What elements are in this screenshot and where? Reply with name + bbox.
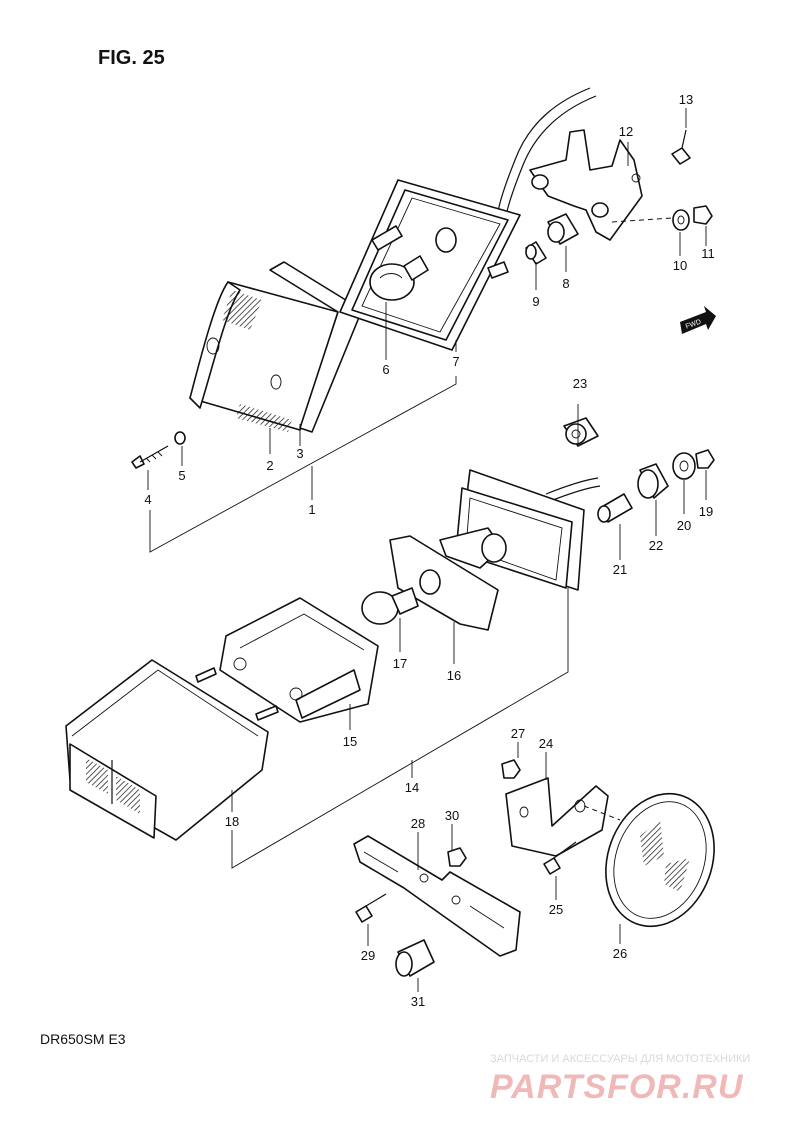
callout-6: 6: [382, 362, 389, 377]
screw-4[interactable]: [131, 445, 169, 469]
callout-15: 15: [343, 734, 357, 749]
lens-2[interactable]: [189, 281, 339, 432]
callout-30: 30: [445, 808, 459, 823]
nut-27[interactable]: [501, 759, 521, 779]
callout-3: 3: [296, 446, 303, 461]
reflector-26[interactable]: [588, 778, 732, 941]
collar-21[interactable]: [597, 493, 633, 523]
leader-lines-mid: [231, 404, 707, 869]
watermark-brand: PARTSFOR.RU: [490, 1068, 744, 1106]
callout-2: 2: [266, 458, 273, 473]
callout-17: 17: [393, 656, 407, 671]
lamp-housing-14[interactable]: [455, 469, 585, 591]
screw-13[interactable]: [671, 129, 691, 165]
bulb-6[interactable]: [369, 255, 429, 301]
callout-29: 29: [361, 948, 375, 963]
callout-18: 18: [225, 814, 239, 829]
nut-19[interactable]: [695, 449, 715, 469]
callout-22: 22: [649, 538, 663, 553]
collar-9[interactable]: [525, 241, 547, 265]
nut-30[interactable]: [447, 847, 467, 867]
bracket-12[interactable]: [529, 129, 673, 241]
collar-31[interactable]: [395, 939, 435, 977]
plate-bracket-28[interactable]: [353, 835, 521, 957]
washer-10[interactable]: [672, 209, 690, 231]
callout-10: 10: [673, 258, 687, 273]
figure-title: FIG. 25: [98, 47, 165, 69]
callout-21: 21: [613, 562, 627, 577]
callout-23: 23: [573, 376, 587, 391]
callout-11: 11: [701, 246, 715, 261]
bracket-24[interactable]: [505, 777, 621, 857]
callout-19: 19: [699, 504, 713, 519]
callout-1: 1: [308, 502, 315, 517]
callout-24: 24: [539, 736, 553, 751]
socket-16[interactable]: [389, 527, 507, 631]
callout-labels: 1 2 3 4 5 6 7 8 9 10 11 12 13 14 15 16 1…: [144, 92, 714, 1009]
callout-14: 14: [405, 780, 419, 795]
callout-25: 25: [549, 902, 563, 917]
tail-lamp-body-18[interactable]: [65, 659, 279, 841]
callout-4: 4: [144, 492, 151, 507]
callout-12: 12: [619, 124, 633, 139]
wire-harness-mid: [545, 477, 601, 503]
cushion-23[interactable]: [563, 417, 599, 447]
leader-lines-bottom: [367, 742, 621, 992]
callout-8: 8: [562, 276, 569, 291]
washer-20[interactable]: [672, 452, 696, 480]
screw-29[interactable]: [355, 893, 387, 923]
callout-26: 26: [613, 946, 627, 961]
wire-harness-top: [497, 87, 597, 217]
callout-7: 7: [452, 354, 459, 369]
callout-9: 9: [532, 294, 539, 309]
cushion-8[interactable]: [547, 213, 579, 245]
washer-5[interactable]: [174, 431, 186, 445]
callout-16: 16: [447, 668, 461, 683]
lens-15[interactable]: [219, 597, 379, 723]
callout-31: 31: [411, 994, 425, 1009]
callout-20: 20: [677, 518, 691, 533]
watermark-tagline: ЗАПЧАСТИ И АКСЕССУАРЫ ДЛЯ МОТОТЕХНИКИ: [490, 1053, 750, 1065]
cushion-22[interactable]: [637, 463, 669, 499]
model-code: DR650SM E3: [40, 1031, 126, 1047]
bulb-17[interactable]: [361, 587, 419, 625]
callout-28: 28: [411, 816, 425, 831]
callout-13: 13: [679, 92, 693, 107]
screw-25[interactable]: [543, 841, 577, 875]
lamp-housing-7[interactable]: [339, 179, 521, 351]
forward-direction-arrow: FWD: [680, 306, 716, 334]
leader-lines-top: [147, 108, 707, 553]
nut-11[interactable]: [693, 205, 713, 225]
callout-5: 5: [178, 468, 185, 483]
callout-27: 27: [511, 726, 525, 741]
